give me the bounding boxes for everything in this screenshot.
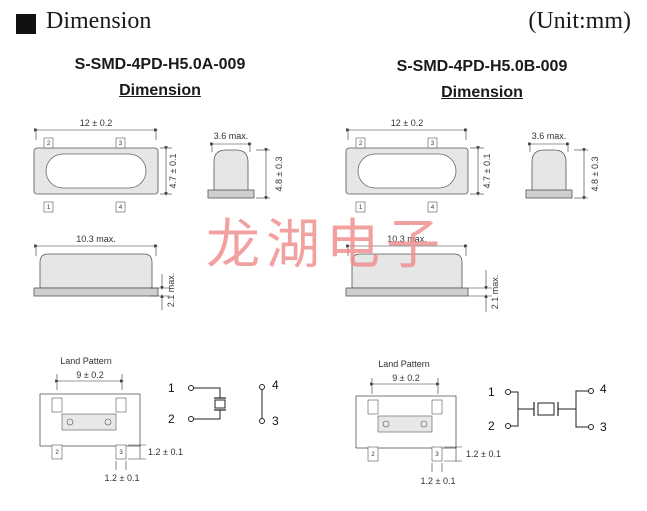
- left-schematic-pin-2: 2: [168, 412, 175, 426]
- right-land-width-label: 9 ± 0.2: [392, 373, 419, 383]
- right-front-width-label: 10.3 max.: [387, 234, 427, 244]
- left-front-width-label: 10.3 max.: [76, 234, 116, 244]
- left-front-view: 10.3 max. 2.1 max.: [33, 234, 176, 310]
- left-top-height-label: 4.7 ± 0.1: [168, 154, 178, 189]
- left-land-width-label: 9 ± 0.2: [76, 370, 103, 380]
- left-side-view: 3.6 max. 4.8 ± 0.3: [207, 131, 284, 200]
- left-top-view: 12 ± 0.2 2 3 1 4 4.7 ± 0.1: [33, 118, 178, 213]
- right-pad-height-label: 1.2 ± 0.1: [466, 449, 501, 459]
- unit-label: (Unit:mm): [528, 8, 631, 34]
- right-pin-3-mark: 3: [431, 141, 435, 147]
- right-pin-1-mark: 1: [359, 205, 363, 211]
- right-top-height-label: 4.7 ± 0.1: [482, 154, 492, 189]
- left-side-width-label: 3.6 max.: [214, 131, 249, 141]
- left-side-height-label: 4.8 ± 0.3: [274, 157, 284, 192]
- right-land-pin-3: 3: [435, 452, 439, 458]
- left-front-height-label: 2.1 max.: [166, 273, 176, 308]
- right-top-view: 12 ± 0.2 2 3 1 4 4.7 ± 0.1: [345, 118, 492, 213]
- right-land-pattern: Land Pattern 9 ± 0.2 2 3 1.2 ± 0.1 1.2 ±…: [355, 359, 501, 486]
- left-schematic: 1 2 4 3: [168, 378, 279, 428]
- right-pin-4-mark: 4: [431, 205, 435, 211]
- right-pad-width-label: 1.2 ± 0.1: [421, 476, 456, 486]
- right-schematic-pin-3: 3: [600, 420, 607, 434]
- left-pin-4-mark: 4: [119, 205, 123, 211]
- right-front-view: 10.3 max. 2.1 max.: [345, 234, 500, 312]
- right-front-height-label: 2.1 max.: [490, 275, 500, 310]
- right-side-height-label: 4.8 ± 0.3: [590, 157, 600, 192]
- right-part-title: S-SMD-4PD-H5.0B-009: [396, 58, 568, 75]
- left-pad-width-label: 1.2 ± 0.1: [105, 473, 140, 483]
- left-pin-2-mark: 2: [47, 141, 51, 147]
- left-top-width-label: 12 ± 0.2: [80, 118, 112, 128]
- square-bullet-icon: [16, 14, 36, 34]
- header: Dimension (Unit:mm): [0, 0, 647, 46]
- left-land-pattern: Land Pattern 9 ± 0.2 2 3 1.2 ± 0.1 1.2 ±…: [39, 356, 183, 483]
- right-schematic-pin-2: 2: [488, 419, 495, 433]
- right-schematic-pin-1: 1: [488, 385, 495, 399]
- left-schematic-pin-4: 4: [272, 378, 279, 392]
- left-schematic-pin-1: 1: [168, 381, 175, 395]
- right-dimension-heading: Dimension: [441, 84, 523, 101]
- right-schematic-pin-4: 4: [600, 382, 607, 396]
- left-land-pin-2: 2: [55, 450, 59, 456]
- right-pin-2-mark: 2: [359, 141, 363, 147]
- left-land-pin-3: 3: [119, 450, 123, 456]
- right-side-view: 3.6 max. 4.8 ± 0.3: [525, 131, 600, 200]
- left-pin-3-mark: 3: [119, 141, 123, 147]
- right-schematic: 1 2 4 3: [488, 382, 607, 434]
- right-top-width-label: 12 ± 0.2: [391, 118, 423, 128]
- section-title: Dimension: [46, 8, 152, 34]
- left-pin-1-mark: 1: [47, 205, 51, 211]
- left-schematic-pin-3: 3: [272, 414, 279, 428]
- right-land-pin-2: 2: [371, 452, 375, 458]
- left-part-title: S-SMD-4PD-H5.0A-009: [74, 56, 246, 73]
- left-land-title: Land Pattern: [60, 356, 112, 366]
- left-pad-height-label: 1.2 ± 0.1: [148, 447, 183, 457]
- right-side-width-label: 3.6 max.: [532, 131, 567, 141]
- right-land-title: Land Pattern: [378, 359, 430, 369]
- left-dimension-heading: Dimension: [119, 82, 201, 99]
